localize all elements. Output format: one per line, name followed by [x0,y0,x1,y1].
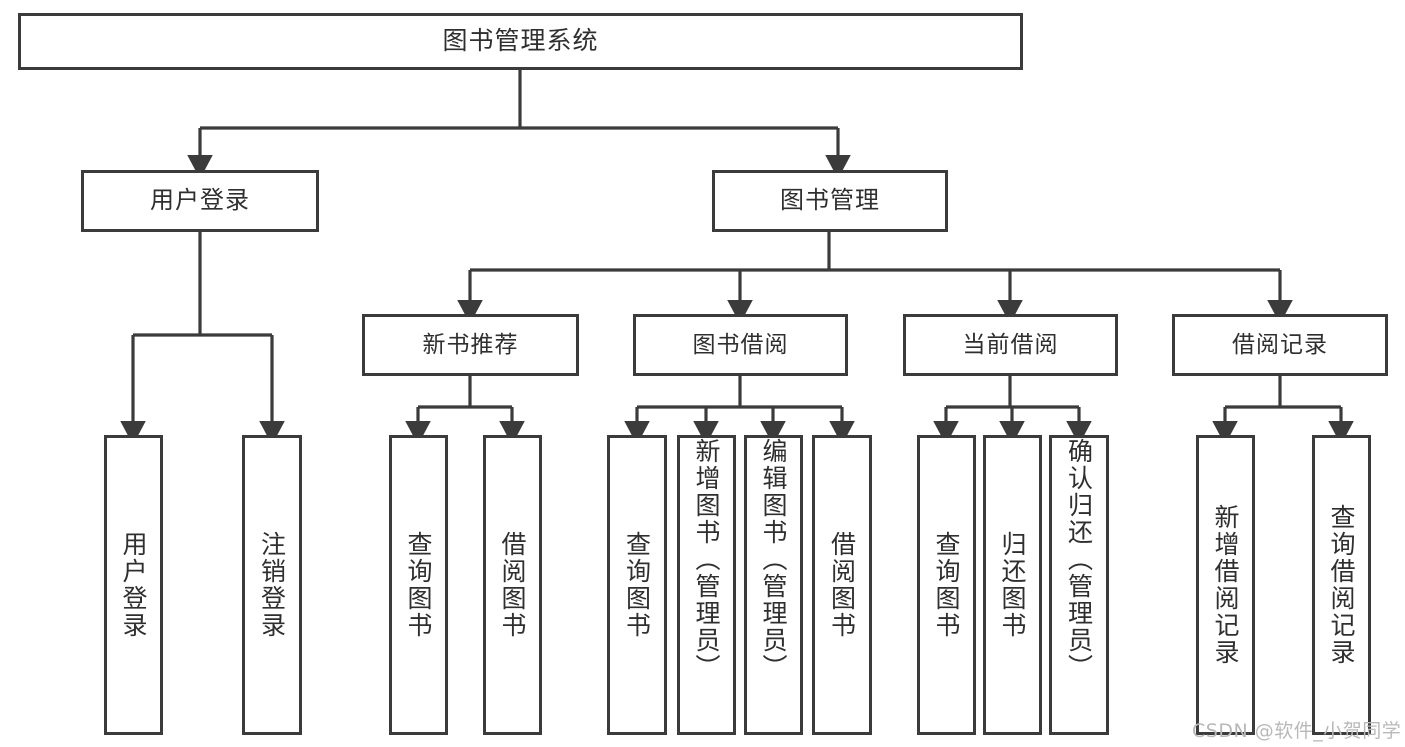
node-label: 新书推荐 [422,331,519,358]
node-label: 编辑图书（管理员） [759,438,788,681]
node-book-management[interactable]: 图书管理 [712,170,948,232]
node-label: 当前借阅 [962,331,1059,358]
node-label: 查询借阅记录 [1327,504,1356,666]
node-label: 新增图书（管理员） [692,438,721,681]
leaf-query-book-recommend[interactable]: 查询图书 [389,435,448,735]
leaf-borrow-book-recommend[interactable]: 借阅图书 [483,435,542,735]
node-label: 图书管理系统 [442,26,599,56]
node-label: 新增借阅记录 [1211,504,1240,666]
node-label: 归还图书 [998,531,1027,639]
node-new-book-recommend[interactable]: 新书推荐 [362,314,579,376]
node-label: 借阅记录 [1232,331,1328,358]
node-label: 用户登录 [119,531,148,639]
leaf-borrow-book[interactable]: 借阅图书 [812,435,872,735]
node-label: 图书管理 [780,186,880,215]
node-label: 查询图书 [932,531,961,639]
node-user-login[interactable]: 用户登录 [81,170,319,232]
node-label: 注销登录 [257,531,287,639]
leaf-logout[interactable]: 注销登录 [242,435,302,735]
node-label: 查询图书 [404,531,433,639]
leaf-add-book-admin[interactable]: 新增图书（管理员） [677,435,736,735]
node-label: 借阅图书 [498,531,527,639]
node-borrow-record[interactable]: 借阅记录 [1172,314,1388,376]
node-label: 图书借阅 [692,331,789,358]
node-label: 确认归还（管理员） [1064,438,1094,681]
node-label: 用户登录 [150,186,250,215]
watermark: CSDN @软件_小贺同学 [1192,720,1402,742]
node-label: 借阅图书 [827,531,857,639]
leaf-user-login[interactable]: 用户登录 [104,435,163,735]
leaf-query-book-borrow[interactable]: 查询图书 [607,435,667,735]
node-book-borrow[interactable]: 图书借阅 [633,314,848,376]
leaf-add-borrow-record[interactable]: 新增借阅记录 [1196,435,1255,735]
leaf-return-book[interactable]: 归还图书 [983,435,1042,735]
node-root-system[interactable]: 图书管理系统 [18,13,1023,70]
node-current-borrow[interactable]: 当前借阅 [903,314,1118,376]
node-label: 查询图书 [622,531,652,639]
leaf-confirm-return-admin[interactable]: 确认归还（管理员） [1049,435,1109,735]
leaf-query-book-current[interactable]: 查询图书 [917,435,976,735]
leaf-query-borrow-record[interactable]: 查询借阅记录 [1312,435,1371,735]
leaf-edit-book-admin[interactable]: 编辑图书（管理员） [744,435,803,735]
